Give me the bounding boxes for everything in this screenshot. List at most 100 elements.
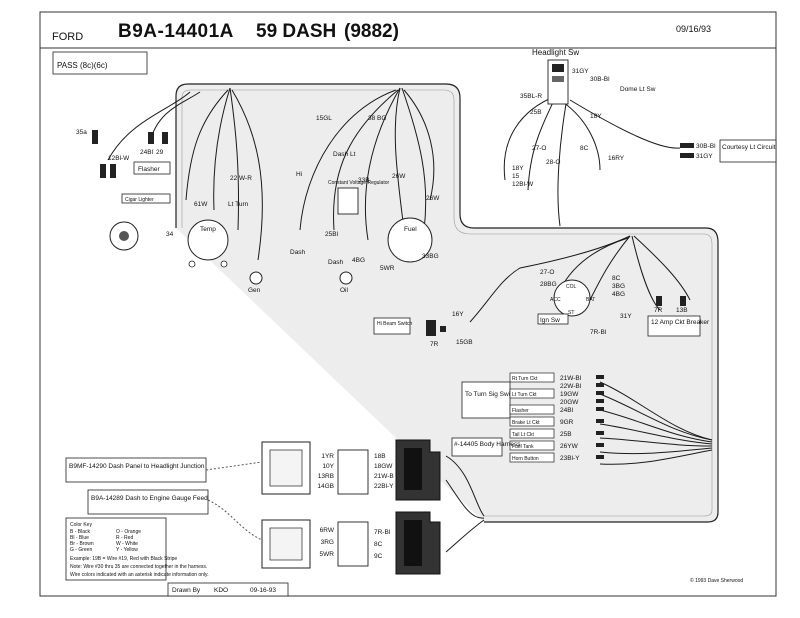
ign-sw-label: Ign Sw <box>540 317 560 324</box>
wire-label: 12Bl-W <box>512 181 534 188</box>
wire-branch <box>599 449 713 465</box>
turn-row-box <box>509 428 555 439</box>
connector-wire-label: 7R-Bl <box>374 529 391 536</box>
turn-row-wire: 20GW <box>560 399 579 406</box>
turn-row-box <box>509 452 555 463</box>
harness-run <box>207 499 263 541</box>
wire-label: 31Y <box>620 313 632 320</box>
lower-connector-assembly <box>261 511 441 575</box>
wire-label: 22 W-R <box>230 175 252 182</box>
color-key-item: B - Black <box>70 529 91 535</box>
connector-pin <box>596 431 604 435</box>
pass-box <box>52 51 148 75</box>
color-key-item: Bl - Blue <box>70 535 89 541</box>
turn-row-wire: 9GR <box>560 419 574 426</box>
ign-terminal-label: ST <box>568 310 574 316</box>
diagram-code: (9882) <box>344 21 399 42</box>
wire-label: 33B <box>358 177 370 184</box>
breaker-label: 12 Amp Ckt Breaker <box>651 319 710 326</box>
wire-label: 34 <box>166 231 174 238</box>
wire-label: 30B-Bl <box>696 143 716 150</box>
connector-wire-label: 13RB <box>318 473 334 480</box>
dome-lt-label: Dome Lt Sw <box>620 86 656 93</box>
color-key-title: Color Key <box>70 522 92 528</box>
color-key-item: Y - Yellow <box>116 547 138 553</box>
wire-label: 4BG <box>612 291 625 298</box>
part-number: B9A-14401A <box>118 21 234 42</box>
wire-branch <box>599 437 713 447</box>
wire-branch <box>527 95 557 191</box>
ign-terminal-label: BAT <box>586 297 595 303</box>
connector-wire-label: 18GW <box>374 463 393 470</box>
wire-branch <box>599 409 713 443</box>
wire-branch <box>445 455 485 517</box>
connector-pin <box>110 164 116 178</box>
wire-label: 29 <box>156 149 164 156</box>
connector-wire-label: 5WR <box>320 551 335 558</box>
color-key-item: G - Green <box>70 547 92 553</box>
fuel-gauge: Fuel <box>387 217 433 263</box>
wire-label: 27-O <box>532 145 546 152</box>
wire-label: 33BG <box>422 253 439 260</box>
lt-turn-label: Lt Turn <box>228 201 249 208</box>
connector-pin <box>596 399 604 403</box>
wire-label: 16RY <box>608 155 625 162</box>
wire-label: 38 BG <box>368 115 386 122</box>
connector-wire-label: 8C <box>374 541 383 548</box>
flasher-box <box>133 161 171 175</box>
wire-branch <box>633 235 691 301</box>
turn-row-wire: 19GW <box>560 391 579 398</box>
wire-label: 13B <box>676 307 688 314</box>
wire-branch <box>445 519 485 553</box>
wire-branch <box>569 99 681 149</box>
upper-connector-assembly <box>261 439 441 501</box>
turn-row-label: Flasher <box>512 408 529 414</box>
color-key-item: R - Red <box>116 535 133 541</box>
connector-pin <box>92 130 98 144</box>
wire-label: 7R <box>430 341 439 348</box>
temp-gauge: Temp <box>187 219 229 268</box>
dash-to-engine-box <box>87 489 209 515</box>
wire-branch <box>559 99 601 171</box>
wire-branch <box>364 87 401 241</box>
wire-label: 7R-Bl <box>590 329 607 336</box>
wire-label: 7R <box>654 307 663 314</box>
wire-branch <box>185 89 229 201</box>
brand-label: FORD <box>52 31 83 43</box>
turn-row-wire: 26YW <box>560 443 579 450</box>
wire-label: 16Y <box>452 311 464 318</box>
connector-pin <box>596 407 604 411</box>
wire-label: 25B <box>530 109 542 116</box>
connector-wire-label: 9C <box>374 553 383 560</box>
fuel-label: Fuel <box>404 226 417 233</box>
wire-branch <box>469 235 631 323</box>
color-key-item: O - Orange <box>116 529 141 535</box>
turn-row-label: Rt Turn Ckt <box>512 376 538 382</box>
turn-sig-box <box>461 381 511 419</box>
color-key-note2: Wire colors indicated with an asterisk i… <box>70 572 209 578</box>
wire-branch <box>631 235 661 311</box>
connector-pin <box>148 132 154 144</box>
wire-label: 31GY <box>696 153 713 160</box>
wire-label: 12Bl-W <box>108 155 130 162</box>
headlight-switch-label: Headlight Sw <box>532 48 579 57</box>
hi-beam-connector <box>426 320 436 336</box>
wire-branch <box>599 423 713 445</box>
connector-wire-label: 14GB <box>317 483 334 490</box>
ignition-switch: COL ACC BAT ST <box>550 279 595 317</box>
body-harness-box <box>451 437 503 457</box>
hi-beam-box <box>373 317 411 335</box>
connector-wire-label: 3RG <box>321 539 334 546</box>
wire-label: 8C <box>612 275 621 282</box>
turn-row-label: Tail Lt Ckt <box>512 432 535 438</box>
oil-lamp <box>339 271 353 285</box>
flasher-label: Flasher <box>138 166 161 173</box>
wire-branch <box>599 447 713 455</box>
harness-run <box>205 461 263 471</box>
wire-branch <box>401 87 427 231</box>
turn-row-label: Brake Lt Ckt <box>512 420 540 426</box>
